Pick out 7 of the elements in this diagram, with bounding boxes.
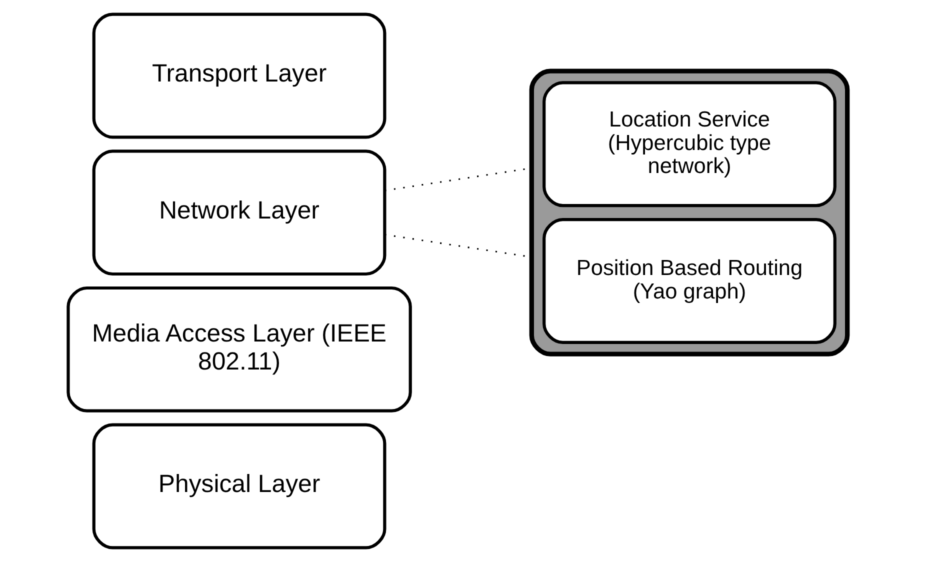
cluster [529, 68, 850, 356]
node-box: Position Based Routing (Yao graph) [542, 218, 836, 344]
node-box: Media Access Layer (IEEE 802.11) [66, 286, 412, 412]
node-box: Network Layer [92, 150, 386, 276]
node-box: Location Service (Hypercubic type network) [542, 81, 836, 208]
node-box: Physical Layer [92, 423, 386, 550]
node-box: Transport Layer [92, 12, 386, 139]
